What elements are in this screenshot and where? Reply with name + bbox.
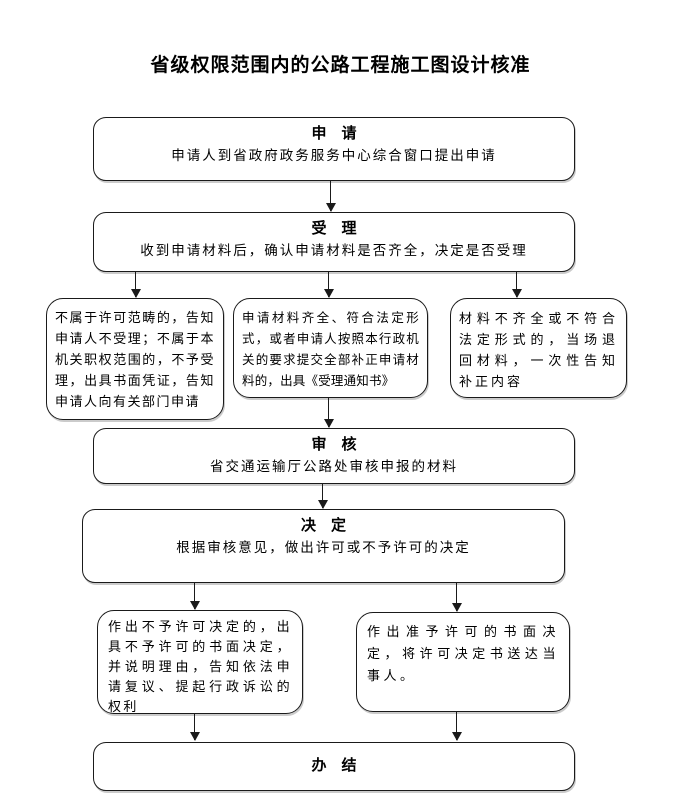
node-review-heading: 审 核 (311, 437, 357, 453)
connector-grant-to-complete (452, 712, 462, 741)
connector-decision-to-grant (452, 583, 462, 612)
node-apply-heading: 申 请 (311, 126, 357, 142)
node-not-accept-body: 不属于许可范畴的，告知申请人不受理；不属于本机关职权范围的，不予受理，出具书面凭… (55, 310, 215, 409)
node-decision: 决 定 根据审核意见，做出许可或不予许可的决定 (82, 509, 565, 583)
node-decision-body: 根据审核意见，做出许可或不予许可的决定 (176, 540, 471, 555)
page-title: 省级权限范围内的公路工程施工图设计核准 (150, 55, 531, 76)
connector-deny-to-complete (190, 714, 200, 741)
node-complete: 办 结 (93, 742, 575, 791)
node-review: 审 核 省交通运输厅公路处审核申报的材料 (93, 428, 575, 484)
node-supplement-body: 材料不齐全或不符合法定形式的，当场退回材料，一次性告知补正内容 (459, 311, 618, 389)
connector-apply-to-accept (326, 181, 336, 212)
node-deny: 作出不予许可决定的，出具不予许可的书面决定，并说明理由，告知依法申请复议、提起行… (97, 610, 303, 714)
node-notice: 申请材料齐全、符合法定形式，或者申请人按照本行政机关的要求提交全部补正申请材料的… (233, 298, 428, 398)
node-complete-heading: 办 结 (311, 758, 357, 774)
node-deny-body: 作出不予许可决定的，出具不予许可的书面决定，并说明理由，告知依法申请复议、提起行… (108, 619, 292, 714)
node-grant-body: 作出准予许可的书面决定，将许可决定书送达当事人。 (367, 624, 559, 683)
node-accept: 受 理 收到申请材料后，确认申请材料是否齐全，决定是否受理 (93, 212, 575, 272)
connector-accept-to-supplement (512, 272, 522, 298)
node-supplement: 材料不齐全或不符合法定形式的，当场退回材料，一次性告知补正内容 (450, 298, 627, 398)
node-apply-body: 申请人到省政府政务服务中心综合窗口提出申请 (171, 148, 497, 163)
node-apply: 申 请 申请人到省政府政务服务中心综合窗口提出申请 (93, 117, 575, 181)
connector-notice-to-review (324, 398, 334, 428)
node-accept-body: 收到申请材料后，确认申请材料是否齐全，决定是否受理 (140, 243, 528, 258)
node-not-accept: 不属于许可范畴的，告知申请人不受理；不属于本机关职权范围的，不予受理，出具书面凭… (46, 298, 224, 420)
connector-decision-to-deny (190, 583, 200, 610)
connector-accept-to-notice (324, 272, 334, 298)
node-notice-body: 申请材料齐全、符合法定形式，或者申请人按照本行政机关的要求提交全部补正申请材料的… (242, 311, 419, 388)
node-grant: 作出准予许可的书面决定，将许可决定书送达当事人。 (356, 612, 570, 712)
node-accept-heading: 受 理 (311, 221, 357, 237)
node-review-body: 省交通运输厅公路处审核申报的材料 (210, 459, 458, 474)
node-decision-heading: 决 定 (300, 518, 346, 534)
connector-accept-to-not-accept (131, 272, 141, 298)
connector-review-to-decision (318, 484, 328, 509)
